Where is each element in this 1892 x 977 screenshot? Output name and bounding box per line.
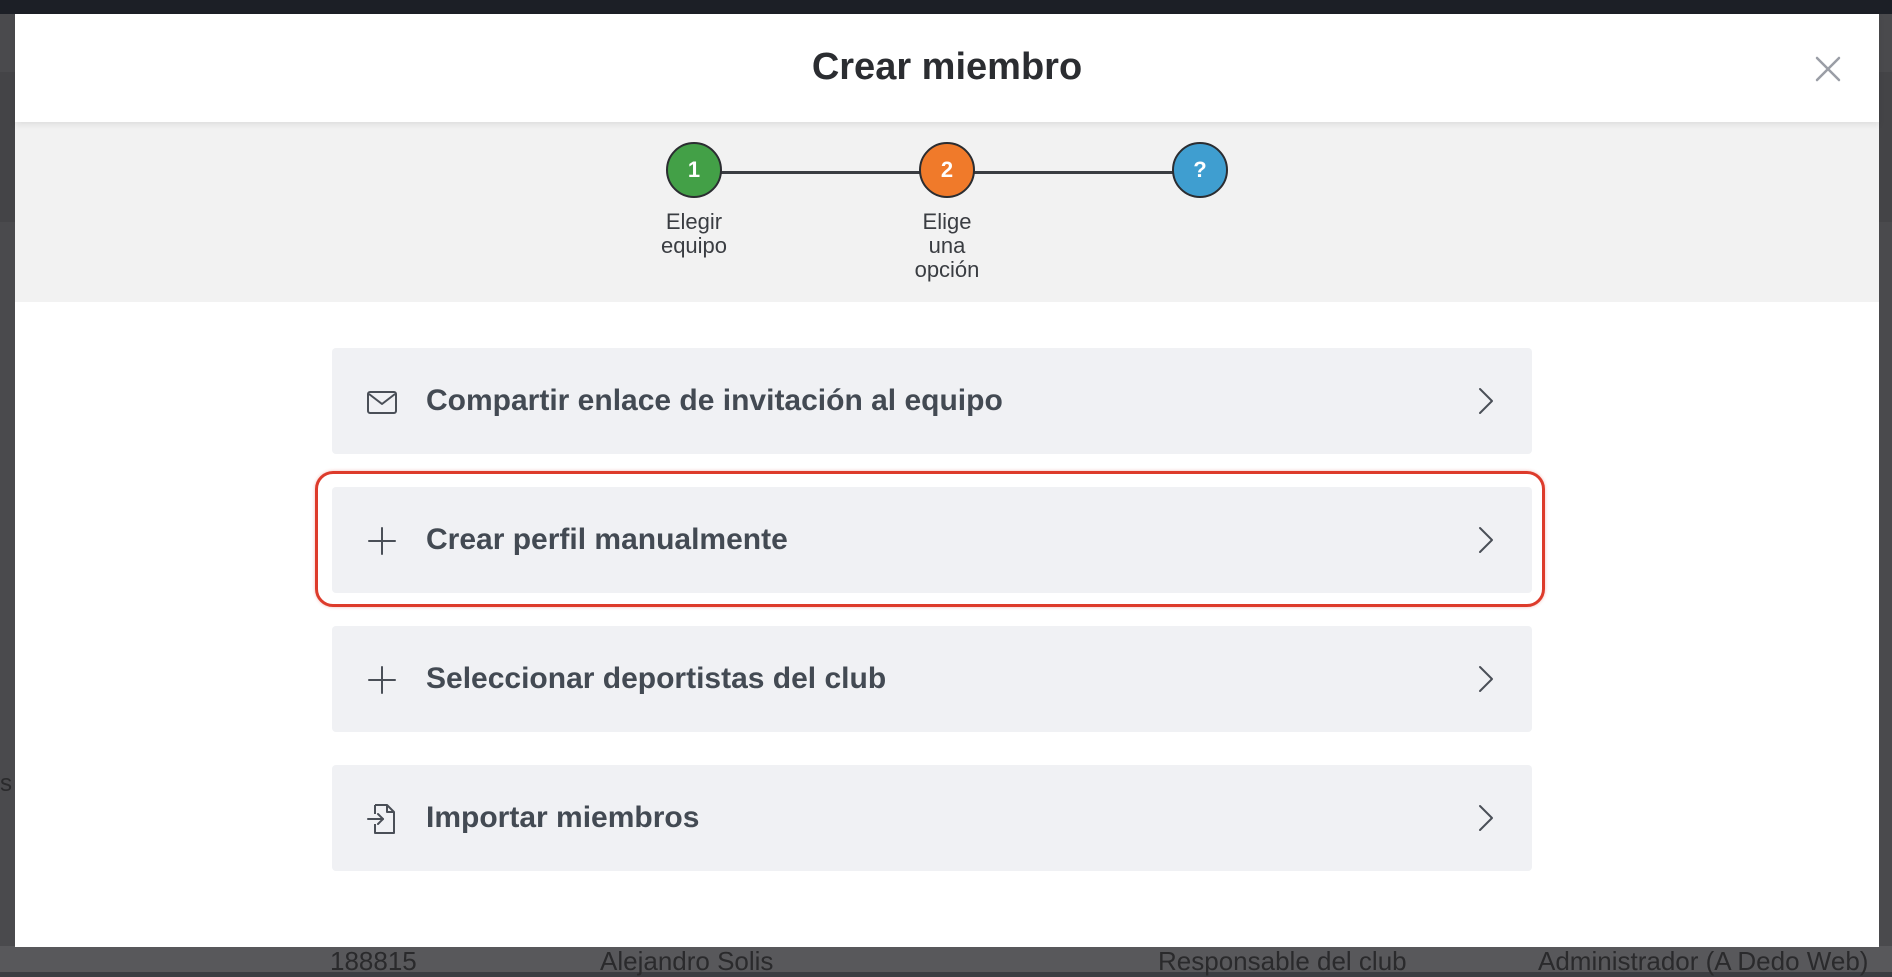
background-cell-role: Responsable del club	[1158, 946, 1407, 976]
option-import-members[interactable]: Importar miembros	[332, 765, 1532, 871]
step-1-label: Elegir equipo	[660, 209, 728, 258]
step-2-label: Elige una opción	[914, 209, 980, 282]
step-3-circle: ?	[1172, 142, 1228, 198]
close-icon	[1815, 56, 1841, 82]
option-select-club-athletes[interactable]: Seleccionar deportistas del club	[332, 626, 1532, 732]
option-label: Seleccionar deportistas del club	[426, 662, 887, 695]
close-button[interactable]	[1813, 54, 1843, 84]
chevron-right-icon	[1479, 666, 1493, 692]
option-label: Crear perfil manualmente	[426, 523, 788, 556]
background-text-fragment: s	[0, 770, 12, 797]
background-table-row: 188815 Alejandro Solis Responsable del c…	[0, 946, 1892, 976]
chevron-right-icon	[1479, 527, 1493, 553]
chevron-right-icon	[1479, 805, 1493, 831]
member-options-list: Compartir enlace de invitación al equipo…	[332, 348, 1532, 904]
option-label: Compartir enlace de invitación al equipo	[426, 384, 1003, 417]
envelope-icon	[367, 391, 397, 414]
background-cell-id: 188815	[330, 946, 417, 976]
background-cell-name: Alejandro Solis	[600, 946, 774, 976]
plus-icon	[368, 666, 396, 694]
chevron-right-icon	[1479, 388, 1493, 414]
step-2[interactable]: 2 Elige una opción	[887, 142, 1007, 282]
file-import-icon	[367, 804, 395, 834]
option-label: Importar miembros	[426, 801, 700, 834]
wizard-stepper: 1 Elegir equipo 2 Elige una opción ?	[15, 122, 1879, 302]
background-cell-permission: Administrador (A Dedo Web)	[1538, 946, 1869, 976]
step-2-circle: 2	[919, 142, 975, 198]
step-3[interactable]: ?	[1140, 142, 1260, 210]
option-share-invite-link[interactable]: Compartir enlace de invitación al equipo	[332, 348, 1532, 454]
step-1-circle: 1	[666, 142, 722, 198]
modal-header: Crear miembro	[15, 14, 1879, 122]
option-create-profile-manually[interactable]: Crear perfil manualmente	[332, 487, 1532, 593]
app-top-bar	[0, 0, 1892, 14]
modal-title: Crear miembro	[811, 46, 1083, 88]
plus-icon	[368, 527, 396, 555]
step-1[interactable]: 1 Elegir equipo	[634, 142, 754, 258]
